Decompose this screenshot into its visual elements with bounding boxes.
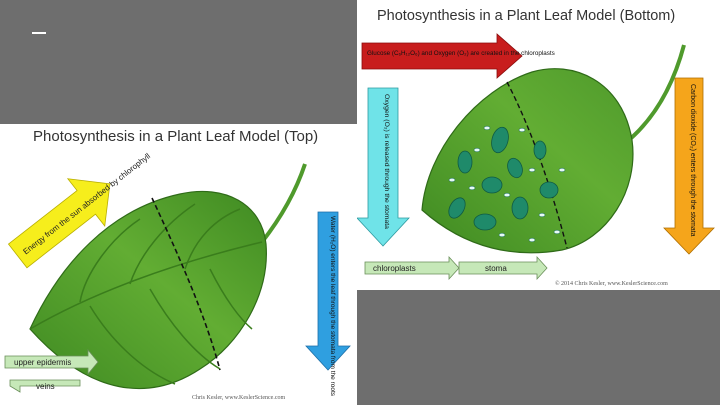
- glucose-arrow-label: Glucose (C₆H₁₂O₆) and Oxygen (O₂) are cr…: [367, 50, 555, 57]
- cross-section-line: [151, 197, 221, 371]
- cross-section-line: [506, 81, 568, 249]
- key-veins-label: veins: [36, 382, 55, 391]
- co2-arrow-label: Carbon dioxide (CO₂) enters through the …: [689, 84, 696, 237]
- leaf-blade: [421, 68, 634, 254]
- leaf-bottom-panel: Photosynthesis in a Plant Leaf Model (Bo…: [357, 0, 720, 290]
- key-stoma-label: stoma: [485, 264, 507, 273]
- slide-background-bottom: [357, 290, 720, 405]
- top-panel-title: Photosynthesis in a Plant Leaf Model (To…: [33, 128, 319, 145]
- key-veins: veins: [9, 379, 81, 393]
- leaf-veins: [29, 203, 263, 385]
- bottom-panel-title: Photosynthesis in a Plant Leaf Model (Bo…: [377, 8, 676, 24]
- glucose-arrow: Glucose (C₆H₁₂O₆) and Oxygen (O₂) are cr…: [361, 33, 555, 79]
- stomata: [448, 125, 566, 243]
- key-upper-epidermis: upper epidermis: [4, 348, 99, 376]
- key-chloroplasts: chloroplasts: [364, 255, 460, 281]
- leaf-bottom-diagram: Glucose (C₆H₁₂O₆) and Oxygen (O₂) are cr…: [357, 33, 715, 281]
- oxygen-arrow-label: Oxygen (O₂) is released through the stom…: [383, 94, 390, 229]
- leaf-stem: [627, 44, 686, 142]
- chloroplasts: [448, 126, 559, 231]
- leaf-blade: [29, 190, 267, 390]
- leaf-top-panel: Photosynthesis in a Plant Leaf Model (To…: [0, 124, 357, 405]
- key-stoma: stoma: [458, 255, 548, 281]
- leaf-top-diagram: Energy from the sun absorbed by chloroph…: [4, 151, 351, 397]
- co2-arrow: Carbon dioxide (CO₂) enters through the …: [663, 77, 715, 255]
- slide-dash-mark: [32, 32, 46, 34]
- slide-background-top: [0, 0, 357, 124]
- leaf-stem: [260, 163, 307, 244]
- oxygen-arrow: Oxygen (O₂) is released through the stom…: [357, 87, 410, 247]
- bottom-credit: © 2014 Chris Kesler, www.KeslerScience.c…: [555, 281, 668, 287]
- water-arrow-label: Water (H₂O) enters the leaf through the …: [329, 216, 336, 397]
- water-arrow: Water (H₂O) enters the leaf through the …: [305, 211, 351, 397]
- key-upper-epidermis-label: upper epidermis: [14, 358, 71, 367]
- key-chloroplasts-label: chloroplasts: [373, 264, 416, 273]
- top-credit: Chris Kesler, www.KeslerScience.com: [192, 395, 286, 401]
